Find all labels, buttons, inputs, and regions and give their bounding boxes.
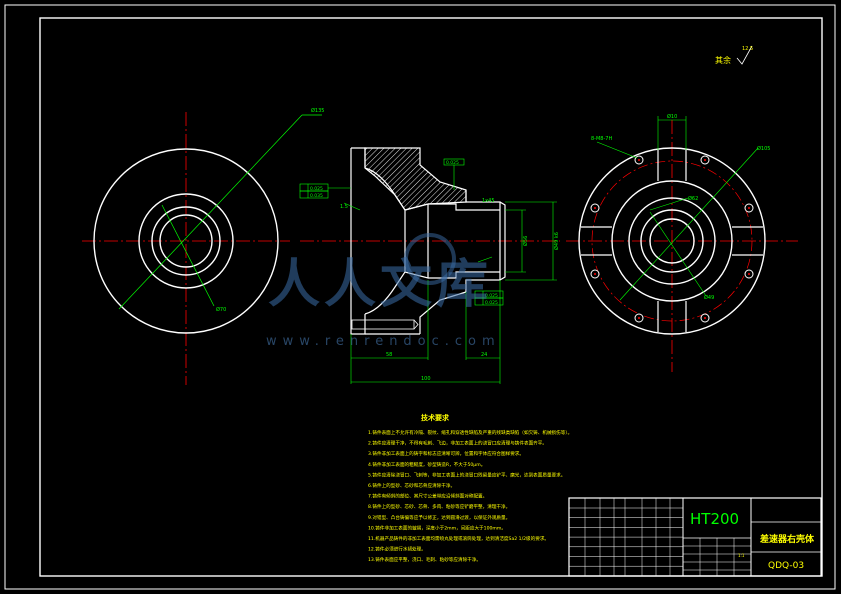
- right-dia-105: Ø105: [757, 145, 770, 152]
- tol-2a: 0.025: [485, 293, 498, 299]
- bolt-holes: [590, 155, 754, 323]
- right-ring-1: [611, 180, 733, 302]
- right-ring-3: [640, 209, 704, 273]
- left-ring-4: [159, 214, 213, 268]
- right-slots: [581, 150, 763, 332]
- tech-req-line: 11.机器产品铸件的非加工表面均需喷丸处理或滚筒处理，达到清洁度Sa2 1/2级…: [368, 535, 549, 542]
- tech-req-line: 3.铸件非加工表面上的铸字和标志应清晰可辨，位置和字体应符合图样要求。: [368, 450, 524, 457]
- watermark-text: 人人文库: [268, 255, 492, 315]
- section-view: 0.025 0.035 0.025 0.025 0.025 1.5 1x45 Ø…: [299, 147, 560, 384]
- tech-req-line: 13.铸件表面应平整，浇口、毛刺、粘砂等应清除干净。: [368, 556, 481, 563]
- right-holes-note: 8-M8-7H: [591, 136, 612, 142]
- tech-req-line: 6.铸件上的型砂、芯砂和芯骨应清除干净。: [368, 482, 455, 489]
- tech-req-line: 1.铸件表面上不允许有冷隔、裂纹、缩孔和穿透性缺陷及严重的残缺类缺陷（如欠铸、机…: [368, 429, 572, 436]
- right-dia-49: Ø49: [704, 294, 714, 301]
- tolerance-frame-1: 0.025 0.035: [299, 183, 351, 199]
- title-material: HT200: [690, 510, 739, 528]
- dim-len-a: 58: [386, 352, 392, 358]
- tol-top: 0.025: [446, 160, 459, 166]
- right-outer-circle: [578, 147, 766, 335]
- tech-req-line: 7.铸件有倾斜的部位、其尺寸公差带应沿倾斜面对称配置。: [368, 493, 487, 500]
- dim-len-b: 24: [481, 352, 487, 358]
- right-bolt-circle: [591, 160, 753, 322]
- roughness-symbol: 其余 12.5: [715, 45, 753, 65]
- tolerance-frame-2: 0.025 0.025: [474, 290, 504, 306]
- tol-1a: 0.025: [310, 186, 323, 192]
- tech-req-line: 12.铸件必须进行水韧处理。: [368, 546, 426, 553]
- section-outline-upper: [350, 147, 506, 241]
- roughness-label: 其余: [715, 55, 731, 65]
- tech-req-line: 4.铸件非加工表面的粗糙度，砂型铸造R，不大于50μm。: [368, 461, 485, 468]
- tol-1b: 0.035: [310, 193, 323, 199]
- left-leader-outer: [118, 114, 303, 310]
- left-inner-dia: Ø70: [216, 306, 226, 313]
- right-dia-62: Ø62: [688, 195, 698, 202]
- watermark-logo-circle: [404, 233, 456, 285]
- roughness-check-icon: [736, 45, 753, 65]
- tech-requirements: 技术要求 1.铸件表面上不允许有冷隔、裂纹、缩孔和穿透性缺陷及严重的残缺类缺陷（…: [368, 413, 572, 563]
- left-view: Ø135 Ø70: [82, 107, 324, 385]
- left-ring-2: [138, 193, 234, 289]
- title-drawing-no: QDQ-03: [768, 561, 804, 571]
- title-scale: 1:1: [738, 553, 745, 558]
- bolt-hole-marks: [594, 159, 750, 319]
- roughness-value: 12.5: [742, 46, 753, 52]
- title-part-name: 差速器右壳体: [760, 533, 815, 545]
- section-thread-tip: [413, 319, 419, 330]
- tech-req-line: 10.铸件非加工表面的皱褶，深度小于2mm，间距应大于100mm。: [368, 524, 506, 531]
- watermark: 人人文库 www.renrendoc.com: [266, 233, 501, 349]
- tech-req-title: 技术要求: [421, 413, 450, 422]
- inner-frame: [39, 17, 823, 577]
- right-ring-2: [628, 197, 716, 285]
- dim-total: 100: [421, 376, 431, 382]
- tech-req-line: 5.铸件应清除浇冒口、飞刺等，非加工表面上的浇冒口残留量应铲平、磨光，达到表面质…: [368, 471, 565, 478]
- right-view: 8-M8-7H Ø10 Ø105 Ø62 Ø49: [566, 113, 798, 372]
- left-ring-3: [151, 206, 221, 276]
- section-thread-hole: [351, 319, 415, 330]
- tech-req-line: 8.铸件上的型砂、芯砂、芯骨、多肉、粘砂等应铲磨平整，清理干净。: [368, 503, 510, 510]
- dim-dia-small: Ø56: [522, 236, 529, 246]
- outer-frame: [4, 4, 836, 590]
- left-outer-circle: [93, 148, 279, 334]
- tech-req-line: 2.铸件应清理干净，不得有毛刺、飞边，非加工表面上的浇冒口应清理与铸件表面齐平。: [368, 440, 547, 447]
- section-outline-lower: [350, 241, 506, 335]
- tech-req-line: 9.对错型、凸台铸偏等应予以修正，达到圆滑过渡，以保证外观质量。: [368, 514, 510, 521]
- chamfer-note-1: 1.5: [340, 204, 348, 210]
- watermark-url: www.renrendoc.com: [266, 334, 501, 349]
- left-outer-dia: Ø135: [311, 107, 324, 114]
- right-slot-dia: Ø10: [667, 113, 677, 120]
- tolerance-frame-top: 0.025: [443, 158, 465, 190]
- section-hatch-upper: [364, 147, 467, 211]
- left-leader-inner: [161, 204, 215, 307]
- dim-dia-big: Ø49 k6: [553, 232, 560, 250]
- title-block: [568, 497, 822, 577]
- chamfer-note-2: 1x45: [482, 198, 495, 204]
- right-ring-4: [649, 218, 695, 264]
- tol-2b: 0.025: [485, 300, 498, 306]
